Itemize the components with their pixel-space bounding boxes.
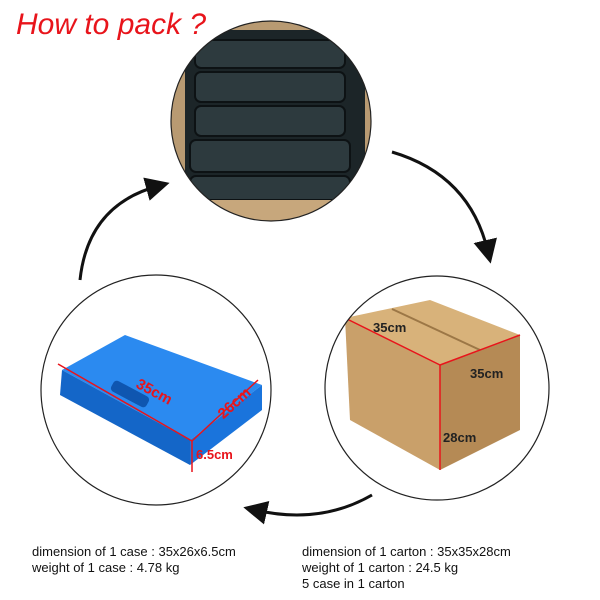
- case-weight-text: weight of 1 case : 4.78 kg: [32, 560, 180, 575]
- case-info: dimension of 1 case : 35x26x6.5cm weight…: [32, 544, 236, 576]
- case-height-label: 6.5cm: [196, 447, 233, 462]
- carton-info: dimension of 1 carton : 35x35x28cm weigh…: [302, 544, 511, 592]
- carton-box-illustration: [325, 276, 549, 500]
- case-dimension-text: dimension of 1 case : 35x26x6.5cm: [32, 544, 236, 559]
- arrow-left-to-top: [78, 177, 170, 281]
- carton-dimension-text: dimension of 1 carton : 35x35x28cm: [302, 544, 511, 559]
- carton-width-label: 35cm: [470, 366, 503, 381]
- carton-length-label: 35cm: [373, 320, 406, 335]
- carton-count-text: 5 case in 1 carton: [302, 576, 405, 591]
- arrow-top-to-right: [391, 150, 497, 264]
- packed-carton-photo: [171, 21, 371, 221]
- arrow-right-to-left: [243, 493, 373, 525]
- carton-weight-text: weight of 1 carton : 24.5 kg: [302, 560, 459, 575]
- blue-case-illustration: [57, 335, 262, 472]
- page-title: How to pack ?: [16, 8, 207, 41]
- carton-height-label: 28cm: [443, 430, 476, 445]
